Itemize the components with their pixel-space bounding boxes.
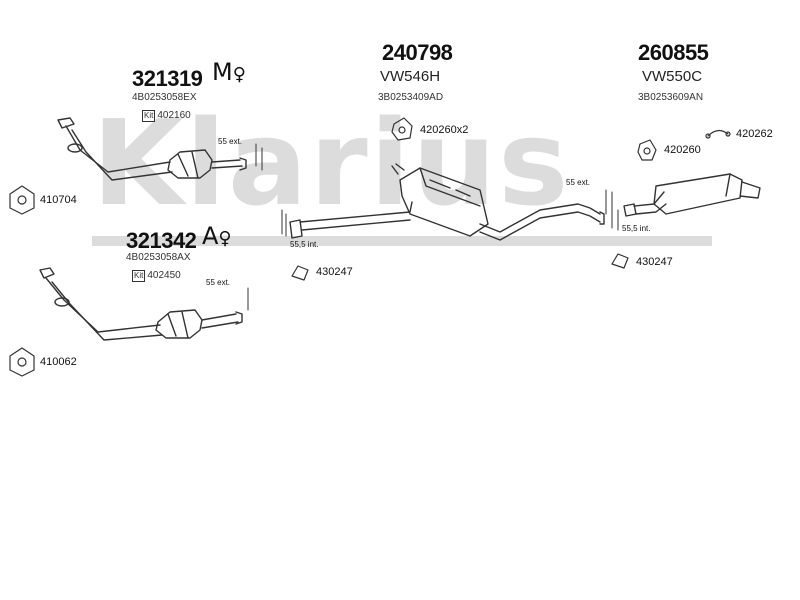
- dimension-ticks: [247, 143, 619, 311]
- front-pipe-catalyst-321319: [57, 117, 247, 181]
- mounting-badge-icon: M♀: [212, 58, 246, 86]
- watermark-underline: [92, 236, 712, 246]
- accessory-label: 420260x2: [420, 124, 469, 136]
- kit-icon: Kit: [132, 270, 146, 282]
- accessory-label: 420260: [664, 144, 701, 156]
- oe-number-240798: 3B0253409AD: [378, 92, 444, 103]
- model-code-240798: VW546H: [380, 68, 441, 85]
- automatic-badge-icon: A♀: [202, 222, 232, 250]
- part-number-321319: 321319: [132, 66, 203, 91]
- oe-number-260855: 3B0253609AN: [638, 92, 704, 103]
- dimension-label: 55,5 int.: [622, 224, 651, 233]
- accessory-icons: [9, 117, 731, 377]
- accessory-label: 410062: [40, 356, 77, 368]
- kit-number-value: 402160: [157, 110, 191, 121]
- model-code-260855: VW550C: [642, 68, 703, 85]
- middle-silencer-240798: [289, 163, 605, 241]
- part-number-321342: 321342: [126, 228, 197, 253]
- accessory-label: 420262: [736, 128, 773, 140]
- dimension-label: 55,5 int.: [290, 240, 319, 249]
- dimension-label: 55 ext.: [218, 137, 243, 146]
- part-number-260855: 260855: [638, 40, 709, 65]
- oe-number-321319: 4B0253058EX: [132, 92, 197, 103]
- oe-number-321342: 4B0253058AX: [126, 252, 191, 263]
- accessory-label: 410704: [40, 194, 77, 206]
- part-number-240798: 240798: [382, 40, 453, 65]
- accessory-label: 430247: [636, 256, 673, 268]
- brand-watermark: Klarius: [92, 94, 571, 232]
- rear-silencer-260855: [623, 173, 761, 217]
- kit-icon: Kit: [142, 110, 156, 122]
- accessory-label: 430247: [316, 266, 353, 278]
- dimension-label: 55 ext.: [566, 178, 591, 187]
- dimension-label: 55 ext.: [206, 278, 231, 287]
- kit-number-value: 402450: [147, 270, 181, 281]
- front-pipe-catalyst-321342: [39, 267, 243, 341]
